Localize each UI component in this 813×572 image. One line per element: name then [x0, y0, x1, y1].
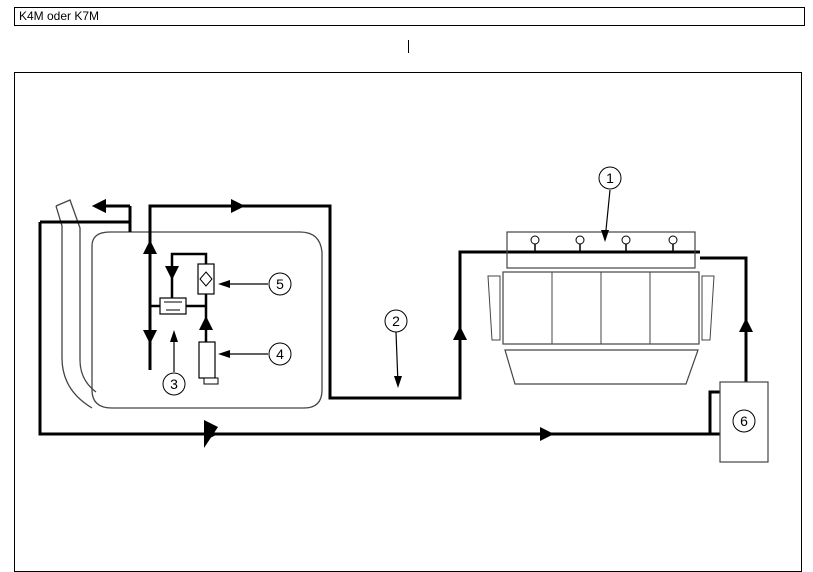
callout-4: 4	[268, 342, 292, 366]
svg-text:4: 4	[276, 346, 284, 362]
header-title: K4M oder K7M	[14, 7, 805, 26]
fuel-tank	[91, 231, 323, 409]
svg-text:2: 2	[392, 313, 400, 329]
return-arrow-2	[540, 427, 554, 441]
supply-line	[143, 199, 700, 400]
jet-pump-icon	[159, 297, 187, 315]
callout-6: 6	[732, 409, 756, 433]
callout-1: 1	[598, 166, 622, 190]
engine	[487, 231, 715, 385]
rail-return-line	[700, 256, 753, 434]
return-arrow-1	[204, 427, 218, 441]
text-cursor-mark	[408, 40, 409, 53]
vent-arrow	[92, 199, 106, 213]
callout-5: 5	[268, 272, 292, 296]
callout-leaders	[170, 189, 611, 388]
svg-text:1: 1	[606, 170, 614, 186]
filler-neck	[55, 199, 97, 409]
svg-text:5: 5	[276, 276, 284, 292]
fuel-pump	[198, 341, 219, 385]
callout-3: 3	[162, 372, 186, 396]
pump-circuit	[143, 252, 213, 370]
fuel-filter	[197, 263, 215, 295]
svg-text:3: 3	[170, 376, 178, 392]
return-line	[38, 199, 720, 448]
callout-2: 2	[384, 309, 408, 333]
svg-text:6: 6	[740, 413, 748, 429]
